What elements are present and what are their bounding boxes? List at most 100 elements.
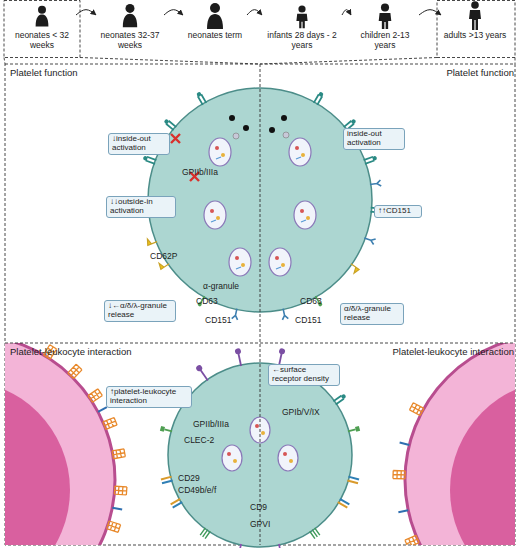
zoom-line [4,58,515,65]
receptor-stalk [398,510,408,512]
lysosome [283,132,289,138]
granule-content [233,459,237,463]
receptor-ladder [405,535,419,545]
receptor-head [318,91,324,97]
baby-icon [123,4,137,27]
psgl1 [405,535,419,545]
cd151 [280,308,288,320]
gpiib-iiia [163,118,176,130]
receptor-stalk [162,480,173,483]
icon-head [38,6,46,14]
node-text: ↓inside-out activation [112,135,166,153]
cd9 [310,528,320,539]
node-text: neonates 32-37 weeks [96,31,164,50]
granule-content [221,153,225,157]
child-icon [379,3,392,29]
timeline-arrow [247,10,262,15]
selection-box [437,1,515,58]
nucleus [450,380,515,545]
callout-box: ↓inside-out activation [108,133,170,155]
receptor-stalk [161,477,172,480]
part-label: GPIb/V/IX [282,408,320,417]
icon-body [36,15,49,27]
receptor-head [195,364,203,372]
granule-content [215,146,219,150]
receptor-flag [146,236,158,245]
receptor-head [340,393,346,399]
granule-content [227,452,231,456]
node-text: children 2-13 years [351,31,419,50]
granule-content [236,267,241,269]
gpiib-iiia [196,91,206,105]
receptor-ladder [68,364,82,378]
receptor-stalk [200,528,210,539]
callout-box: inside-out activation [343,128,405,150]
cd9 [200,528,210,539]
alpha-granule [294,201,316,229]
leukocyte-right [393,343,515,545]
callout-box: ←surface receptor density [268,364,340,386]
part-label: CD29 [178,474,200,483]
psgl1 [103,417,117,429]
granule-membrane [289,138,311,166]
timeline-arrow [76,10,96,15]
icon-body [207,14,223,29]
part-label: CD9 [250,503,267,512]
psgl1 [88,389,102,402]
receptor-head [355,426,360,432]
receptor-stalk [348,429,356,431]
panel-heading: Platelet-leukocyte interaction [10,347,131,357]
psgl1 [393,471,405,479]
granule-membrane [269,248,291,276]
leukocyte-left [5,343,127,545]
clec-2 [160,426,173,434]
integrin [347,477,359,484]
node-text: ↓←α/δ/λ-granule release [108,302,172,320]
granule-membrane [278,445,298,471]
granule-membrane [294,201,316,229]
psgl1 [107,521,121,532]
node-text: infants 28 days - 2 years [262,31,342,50]
clec-2 [347,426,360,434]
lysosome [233,133,239,139]
dense-granule [281,115,287,121]
nucleus [5,380,70,545]
selection-box [4,1,80,58]
receptor-head [160,426,165,432]
part-label: GPIIb/IIIa [182,168,218,177]
node-text: neonates term [183,31,247,41]
gpiib-iiia [143,155,157,164]
receptor-stalk [280,308,288,320]
node-text: ↓↓outside-in activation [110,198,172,216]
granule-content [283,452,287,456]
icon-head [126,4,135,13]
receptor-stalk [232,308,240,320]
psgl1 [112,449,125,459]
gpvi [236,543,244,548]
granule-content [211,220,216,222]
granule-content [281,263,285,267]
receptor-head [372,155,378,161]
receptor-ladder [409,403,423,416]
leukocyte [5,343,115,545]
leukocyte-receptor [112,508,122,510]
cd62p [347,264,359,275]
cd151 [232,308,240,320]
granule-content [275,256,279,260]
node-text: inside-out activation [347,130,401,148]
receptor-head [196,91,202,97]
part-label: CD151 [295,316,321,325]
granule-content [235,256,239,260]
part-label: CLEC-2 [184,436,214,445]
gpiib-iiia [314,91,324,105]
part-label: CD63 [196,297,218,306]
gpib-v-ix [234,348,244,367]
psgl1 [409,403,423,416]
gpiib-iiia [364,155,378,164]
receptor-head [143,155,149,161]
part-label: CD63 [300,297,322,306]
baby-icon [36,6,49,27]
receptor-stalk [238,353,241,366]
granule-content [301,153,305,157]
